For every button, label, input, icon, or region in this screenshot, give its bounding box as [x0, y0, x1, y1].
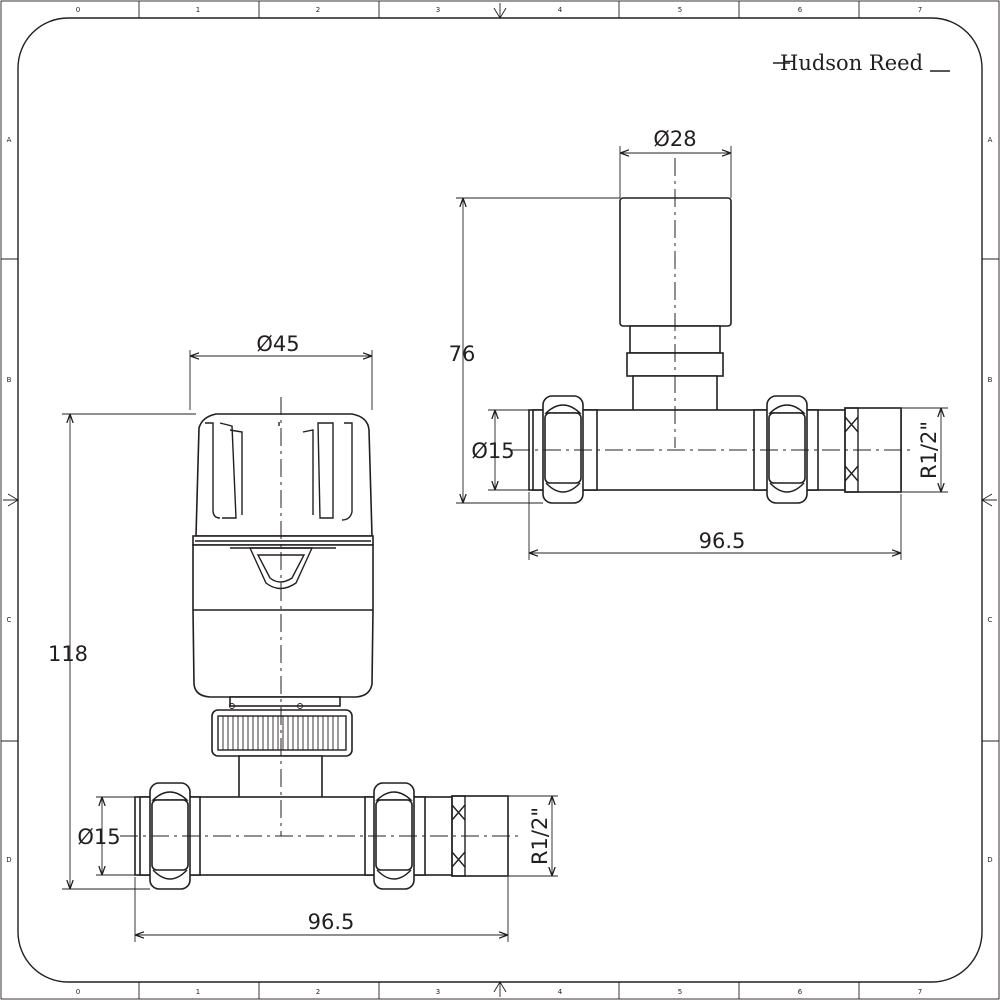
row-label: A — [988, 136, 993, 144]
dimension-pipe-diameter: Ø15 — [471, 439, 514, 463]
column-label: 1 — [196, 988, 200, 996]
dimension-thread-size: R1/2" — [528, 807, 552, 865]
column-label: 0 — [76, 6, 80, 14]
thermostatic-head-body — [192, 544, 374, 698]
front-view-valve — [120, 397, 520, 890]
dimension-pipe-diameter: Ø15 — [77, 825, 120, 849]
dimension-thread-size: R1/2" — [917, 421, 941, 479]
column-label: 6 — [798, 988, 803, 996]
column-label: 6 — [798, 6, 803, 14]
compression-nut-right — [766, 395, 808, 504]
top-view-valve — [512, 158, 915, 504]
column-label: 0 — [76, 988, 80, 996]
column-label: 7 — [918, 6, 922, 14]
row-labels-right: A B C D — [987, 136, 992, 864]
brand-name: Hudson Reed — [780, 51, 923, 75]
column-label: 4 — [558, 6, 563, 14]
row-label: C — [7, 616, 12, 624]
dimension-total-height: 76 — [449, 342, 476, 366]
front-view-dimensions: Ø45 118 Ø15 R1/2" 96.5 — [48, 332, 558, 942]
row-label: B — [988, 376, 993, 384]
column-labels-top: 0 1 2 3 4 5 6 7 — [76, 6, 922, 14]
row-label: D — [6, 856, 11, 864]
column-labels-bottom: 0 1 2 3 4 5 6 7 — [76, 988, 922, 996]
column-label: 2 — [316, 6, 320, 14]
head-grip-slots — [205, 422, 353, 521]
row-label: A — [7, 136, 12, 144]
row-label: D — [987, 856, 992, 864]
dimension-length: 96.5 — [308, 910, 355, 934]
top-view-dimensions: Ø28 76 Ø15 R1/2" 96.5 — [449, 127, 948, 560]
column-label: 1 — [196, 6, 200, 14]
row-label: C — [988, 616, 993, 624]
dimension-total-height: 118 — [48, 642, 88, 666]
column-label: 7 — [918, 988, 922, 996]
column-label: 5 — [678, 988, 682, 996]
dimension-length: 96.5 — [699, 529, 746, 553]
dimension-spindle-diameter: Ø28 — [653, 127, 696, 151]
compression-nut-left — [149, 782, 191, 890]
column-label: 3 — [436, 6, 440, 14]
column-label: 3 — [436, 988, 440, 996]
column-label: 2 — [316, 988, 320, 996]
row-labels-left: A B C D — [6, 136, 11, 864]
thermostatic-head-cap — [195, 413, 373, 537]
column-label: 5 — [678, 6, 682, 14]
brand-logo: Hudson Reed — [773, 51, 950, 75]
row-label: B — [7, 376, 12, 384]
dimension-head-diameter: Ø45 — [256, 332, 299, 356]
column-label: 4 — [558, 988, 563, 996]
